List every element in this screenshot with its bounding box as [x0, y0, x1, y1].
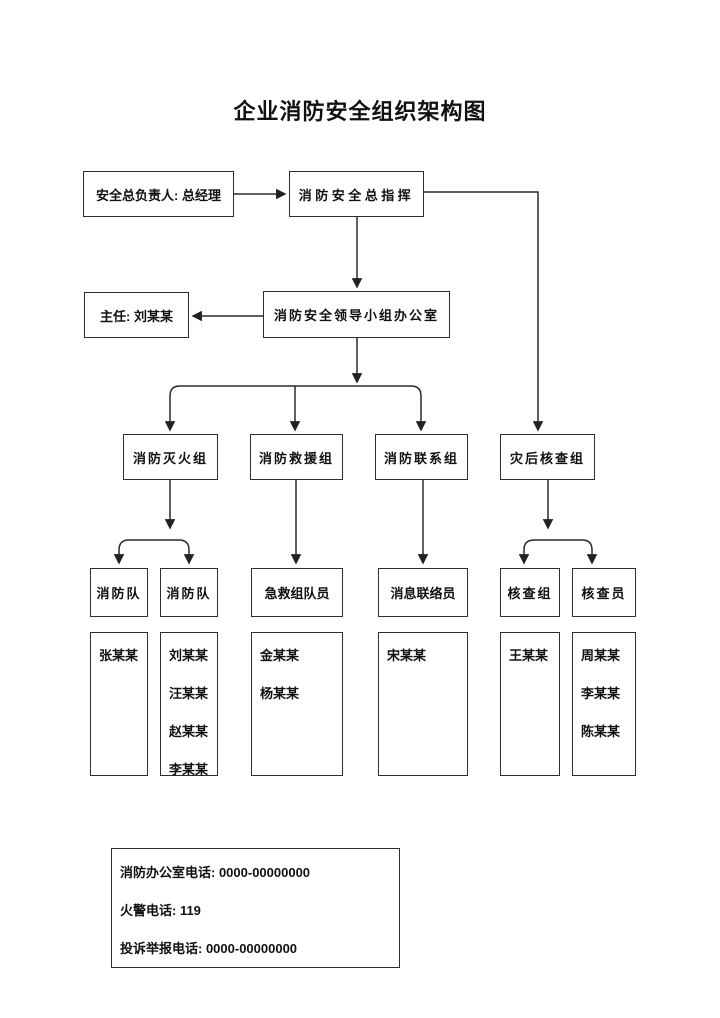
member-name: 杨某某: [260, 686, 300, 701]
member-name: 李某某: [581, 686, 621, 701]
node-office: 消防安全领导小组办公室: [263, 291, 450, 338]
node-members-message-liaison: 宋某某: [378, 632, 468, 776]
member-name: 赵某某: [169, 724, 209, 739]
member-name: 李某某: [169, 762, 209, 777]
member-name: 周某某: [581, 648, 621, 663]
node-team-fire-brigade-2: 消防队: [160, 568, 218, 617]
member-name: 汪某某: [169, 686, 209, 701]
member-name: 张某某: [99, 648, 139, 663]
node-director: 主任: 刘某某: [84, 292, 189, 338]
node-safety-chief: 安全总负责人: 总经理: [83, 171, 234, 217]
node-group-extinguish: 消防灭火组: [123, 434, 218, 480]
contact-info-box: 消防办公室电话: 0000-00000000 火警电话: 119 投诉举报电话:…: [111, 848, 400, 968]
node-members-fire-brigade-1: 张某某: [90, 632, 148, 776]
contact-line-complaint: 投诉举报电话: 0000-00000000: [120, 941, 298, 956]
member-name: 宋某某: [387, 648, 427, 663]
node-members-inspector: 周某某 李某某 陈某某: [572, 632, 636, 776]
node-team-inspection-group: 核查组: [500, 568, 560, 617]
node-members-fire-brigade-2: 刘某某 汪某某 赵某某 李某某: [160, 632, 218, 777]
contact-line-office-phone: 消防办公室电话: 0000-00000000: [120, 865, 311, 880]
member-name: 金某某: [260, 648, 300, 663]
node-team-inspector: 核查员: [572, 568, 636, 617]
node-members-first-aid: 金某某 杨某某: [251, 632, 343, 776]
member-name: 刘某某: [169, 648, 209, 663]
node-group-inspection: 灾后核查组: [500, 434, 595, 480]
node-fire-commander: 消防安全总指挥: [289, 171, 424, 217]
contact-line-fire-alarm: 火警电话: 119: [120, 903, 201, 918]
node-group-liaison: 消防联系组: [375, 434, 468, 480]
node-team-first-aid: 急救组队员: [251, 568, 343, 617]
node-members-inspection-group: 王某某: [500, 632, 560, 776]
node-team-fire-brigade-1: 消防队: [90, 568, 148, 617]
member-name: 王某某: [509, 648, 549, 663]
member-name: 陈某某: [581, 724, 621, 739]
diagram-title: 企业消防安全组织架构图: [233, 99, 487, 124]
node-group-rescue: 消防救援组: [250, 434, 343, 480]
node-team-message-liaison: 消息联络员: [378, 568, 468, 617]
